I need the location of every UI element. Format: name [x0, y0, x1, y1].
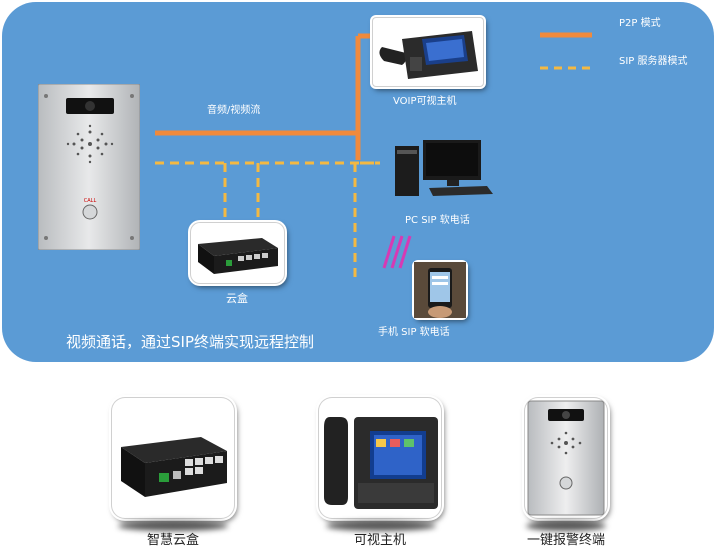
mobile-phone-image: [414, 262, 466, 318]
cloudbox-photo: [121, 437, 227, 497]
stream-label: 音频/视频流: [207, 105, 261, 116]
legend-p2p-label: P2P 模式: [619, 18, 661, 29]
shadow: [118, 521, 228, 531]
p2p-lines: [155, 33, 395, 160]
legend-sip-label: SIP 服务器模式: [619, 56, 688, 67]
cloudbox-card: [190, 222, 285, 284]
product-card-phone: [318, 397, 442, 519]
shadow: [326, 521, 436, 531]
cloudbox-image: [198, 238, 278, 274]
diagram-caption: 视频通话，通过SIP终端实现远程控制: [66, 333, 314, 351]
voip-phone-card: [372, 17, 484, 87]
product-card-alarm: [524, 397, 608, 519]
product-label-alarm: 一键报警终端: [526, 533, 605, 548]
pc-image: [393, 136, 495, 202]
shadow: [526, 521, 606, 531]
voip-phone-image: [379, 31, 478, 79]
intercom-device: CALL: [37, 83, 141, 254]
product-card-cloudbox: [111, 397, 235, 519]
mobile-signal-icon: [378, 232, 412, 276]
cloudbox-label: 云盒: [226, 292, 248, 305]
product-label-phone: 可视主机: [353, 533, 406, 548]
sip-lines: [155, 161, 380, 280]
voip-label: VOIP可视主机: [393, 96, 457, 107]
mobile-card: [414, 262, 466, 318]
mobile-label: 手机 SIP 软电话: [378, 327, 450, 338]
product-label-cloudbox: 智慧云盒: [146, 533, 199, 548]
intercom-call-text: CALL: [84, 198, 97, 204]
phone-photo: [324, 417, 438, 509]
alarm-terminal-photo: [527, 400, 605, 516]
pc-label: PC SIP 软电话: [405, 215, 470, 226]
